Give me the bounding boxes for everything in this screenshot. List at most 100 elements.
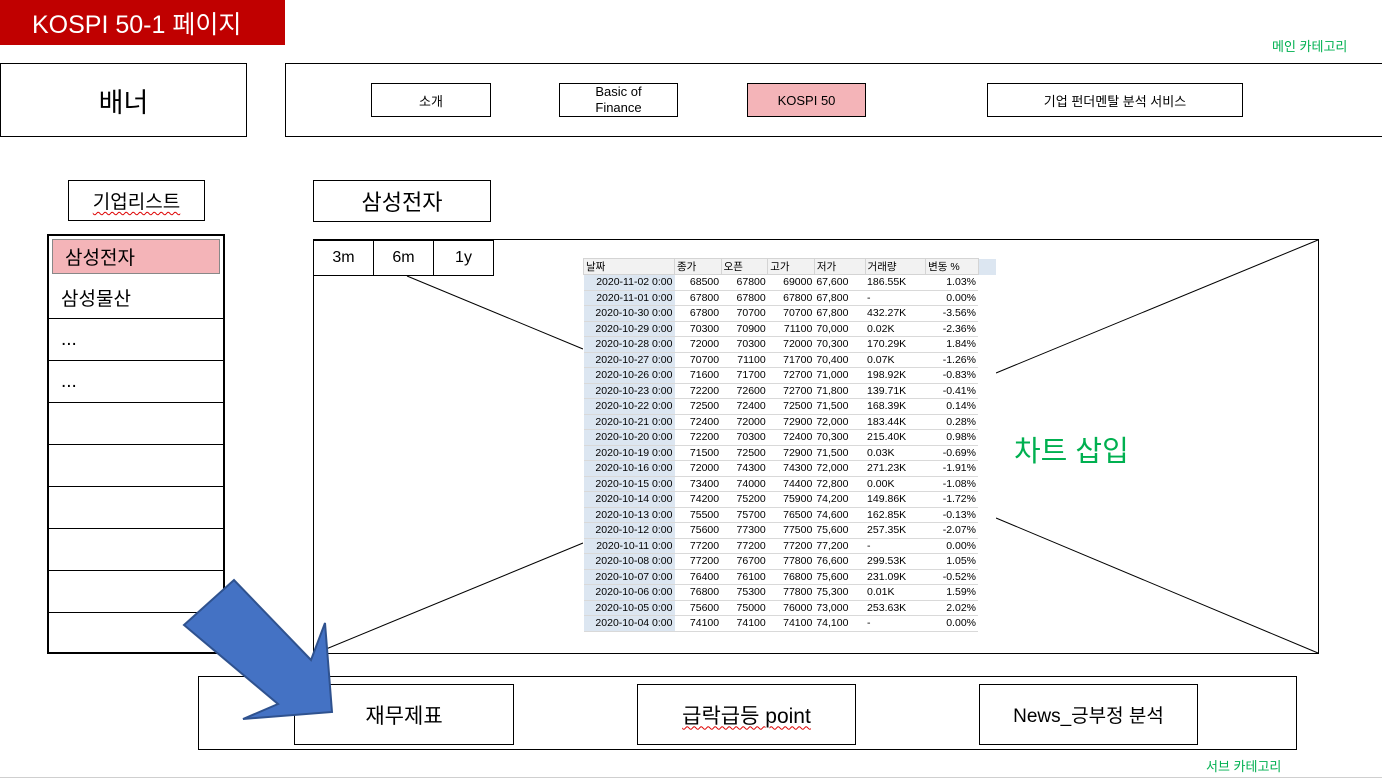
- table-cell: 2020-10-15 0:00: [583, 476, 675, 492]
- table-cell: 72500: [674, 398, 722, 415]
- sub-nav-news-sentiment[interactable]: News_긍부정 분석: [979, 684, 1198, 745]
- table-cell: 2020-10-22 0:00: [583, 398, 675, 415]
- chart-placeholder-text: 차트 삽입: [1014, 436, 1129, 468]
- table-cell: 74100: [767, 615, 815, 632]
- table-cell-blank: [978, 305, 996, 321]
- table-cell: 72900: [767, 414, 815, 430]
- list-item[interactable]: [49, 529, 223, 571]
- table-cell: 77,200: [814, 538, 866, 554]
- table-cell: 2020-10-26 0:00: [583, 367, 675, 384]
- tab-6m[interactable]: 6m: [373, 240, 434, 276]
- table-cell: 215.40K: [865, 429, 926, 446]
- table-cell: 77500: [767, 522, 815, 539]
- company-list: 삼성전자 삼성물산 ... ...: [47, 234, 225, 654]
- table-cell: 71,500: [814, 398, 866, 415]
- table-cell: 198.92K: [865, 367, 926, 384]
- table-cell: 67,800: [814, 305, 866, 322]
- table-cell: 2020-10-28 0:00: [583, 336, 675, 353]
- nav-item-kospi50[interactable]: KOSPI 50: [747, 83, 866, 117]
- table-cell: 2020-10-12 0:00: [583, 522, 675, 539]
- table-cell: 67800: [721, 274, 768, 291]
- table-cell-blank: [978, 290, 996, 306]
- list-item[interactable]: [49, 445, 223, 487]
- table-cell: 75200: [721, 491, 768, 508]
- table-cell: 149.86K: [865, 491, 926, 508]
- table-cell: 432.27K: [865, 305, 926, 322]
- table-cell: 77200: [674, 538, 722, 554]
- sub-nav: [198, 676, 1297, 750]
- table-cell: 74400: [767, 476, 815, 492]
- table-cell: 68500: [674, 274, 722, 291]
- table-cell: 75,600: [814, 569, 866, 585]
- table-cell: 72,800: [814, 476, 866, 492]
- table-cell: 71600: [674, 367, 722, 384]
- table-cell: 67800: [721, 290, 768, 306]
- nav-item-fundamental-analysis[interactable]: 기업 펀더멘탈 분석 서비스: [987, 83, 1243, 117]
- table-cell: -0.41%: [925, 383, 978, 399]
- table-cell: 0.28%: [925, 414, 978, 430]
- tab-label: 3m: [332, 249, 355, 266]
- table-cell: 71100: [721, 352, 768, 368]
- list-item[interactable]: [49, 403, 223, 445]
- table-cell: 72200: [674, 429, 722, 446]
- table-cell: 76,600: [814, 553, 866, 570]
- chart-area: [313, 239, 1319, 654]
- table-cell: 1.84%: [925, 336, 978, 353]
- list-item[interactable]: [49, 571, 223, 613]
- table-cell: -: [865, 615, 926, 632]
- table-cell: -0.83%: [925, 367, 978, 384]
- table-cell: 0.02K: [865, 321, 926, 337]
- table-cell: 2020-10-08 0:00: [583, 553, 675, 570]
- tab-3m[interactable]: 3m: [313, 240, 374, 276]
- list-item-samsung-cnt[interactable]: 삼성물산: [49, 277, 223, 319]
- table-cell: 75700: [721, 507, 768, 523]
- table-cell: 74200: [674, 491, 722, 508]
- table-cell: -2.07%: [925, 522, 978, 539]
- table-cell: 74000: [721, 476, 768, 492]
- table-cell-blank: [978, 429, 996, 445]
- table-cell: 257.35K: [865, 522, 926, 539]
- table-cell: 76700: [721, 553, 768, 570]
- timeframe-tabs: 3m 6m 1y: [313, 240, 494, 276]
- placeholder-line: [995, 239, 1319, 374]
- table-cell: 0.00%: [925, 615, 978, 632]
- table-cell: 77200: [721, 538, 768, 554]
- table-cell: 0.98%: [925, 429, 978, 446]
- table-cell: 1.59%: [925, 584, 978, 601]
- table-cell: 77800: [767, 584, 815, 601]
- nav-item-intro[interactable]: 소개: [371, 83, 491, 117]
- table-cell: 74300: [721, 460, 768, 477]
- table-cell-blank: [978, 352, 996, 368]
- list-item[interactable]: ...: [49, 361, 223, 403]
- tab-1y[interactable]: 1y: [433, 240, 494, 276]
- table-cell: 0.00%: [925, 290, 978, 306]
- list-item-samsung-electronics[interactable]: 삼성전자: [52, 239, 220, 274]
- table-cell: 75600: [674, 600, 722, 616]
- table-cell: 77200: [767, 538, 815, 554]
- nav-item-basic-of-finance[interactable]: Basic of Finance: [559, 83, 678, 117]
- table-cell: 2020-10-13 0:00: [583, 507, 675, 523]
- table-cell: 2020-10-11 0:00: [583, 538, 675, 554]
- table-cell: 71700: [767, 352, 815, 368]
- table-cell: 2020-10-30 0:00: [583, 305, 675, 322]
- table-cell: -1.08%: [925, 476, 978, 492]
- table-cell: 71700: [721, 367, 768, 384]
- banner[interactable]: 배너: [0, 63, 247, 137]
- table-cell: 75300: [721, 584, 768, 601]
- table-cell: 1.05%: [925, 553, 978, 570]
- table-cell-blank: [978, 600, 996, 616]
- table-cell-blank: [978, 507, 996, 523]
- table-cell-blank: [978, 460, 996, 476]
- table-cell: 72600: [721, 383, 768, 399]
- list-item[interactable]: [49, 487, 223, 529]
- table-cell: 69000: [767, 274, 815, 291]
- sub-nav-surge-plunge-point[interactable]: 급락급등 point: [637, 684, 856, 745]
- table-cell: 75900: [767, 491, 815, 508]
- list-item[interactable]: ...: [49, 319, 223, 361]
